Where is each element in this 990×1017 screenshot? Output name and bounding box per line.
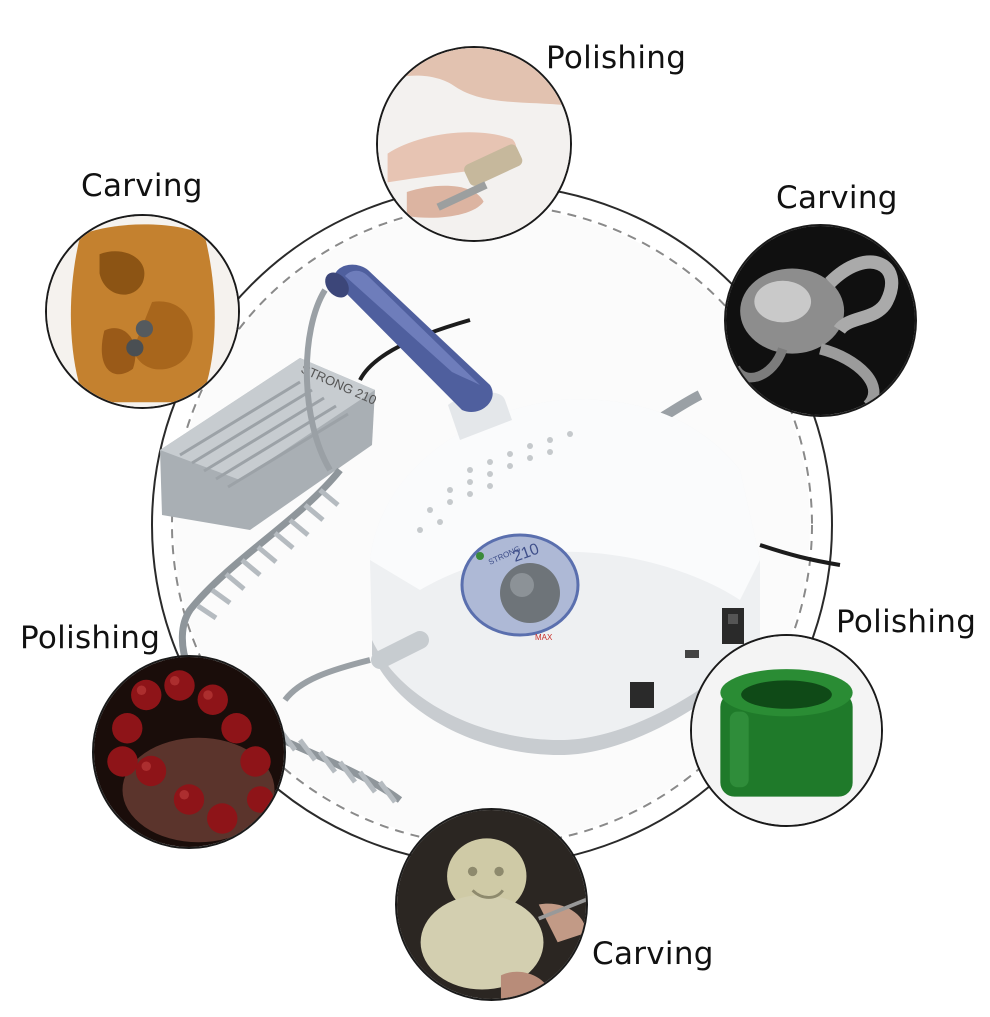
handpiece-shape (325, 264, 512, 440)
label-carving-bottom: Carving (592, 936, 714, 972)
label-polishing-middle-right: Polishing (836, 604, 977, 640)
label-carving-upper-right: Carving (776, 180, 898, 216)
panel-max-mark: MAX (535, 633, 553, 642)
control-box-shape: STRONG 210 MAX (370, 399, 760, 755)
carving-photo-bottom (395, 808, 588, 1001)
label-polishing-top: Polishing (546, 40, 687, 76)
carving-photo-upper-left (45, 214, 240, 409)
carving-photo-upper-right (724, 224, 917, 417)
label-polishing-middle-left: Polishing (20, 620, 161, 656)
polishing-photo-middle-left (92, 655, 286, 849)
power-led (476, 552, 484, 560)
polishing-photo-middle-right (690, 634, 883, 827)
polishing-photo-top (376, 46, 572, 242)
label-carving-upper-left: Carving (81, 168, 203, 204)
power-switch (722, 608, 744, 644)
